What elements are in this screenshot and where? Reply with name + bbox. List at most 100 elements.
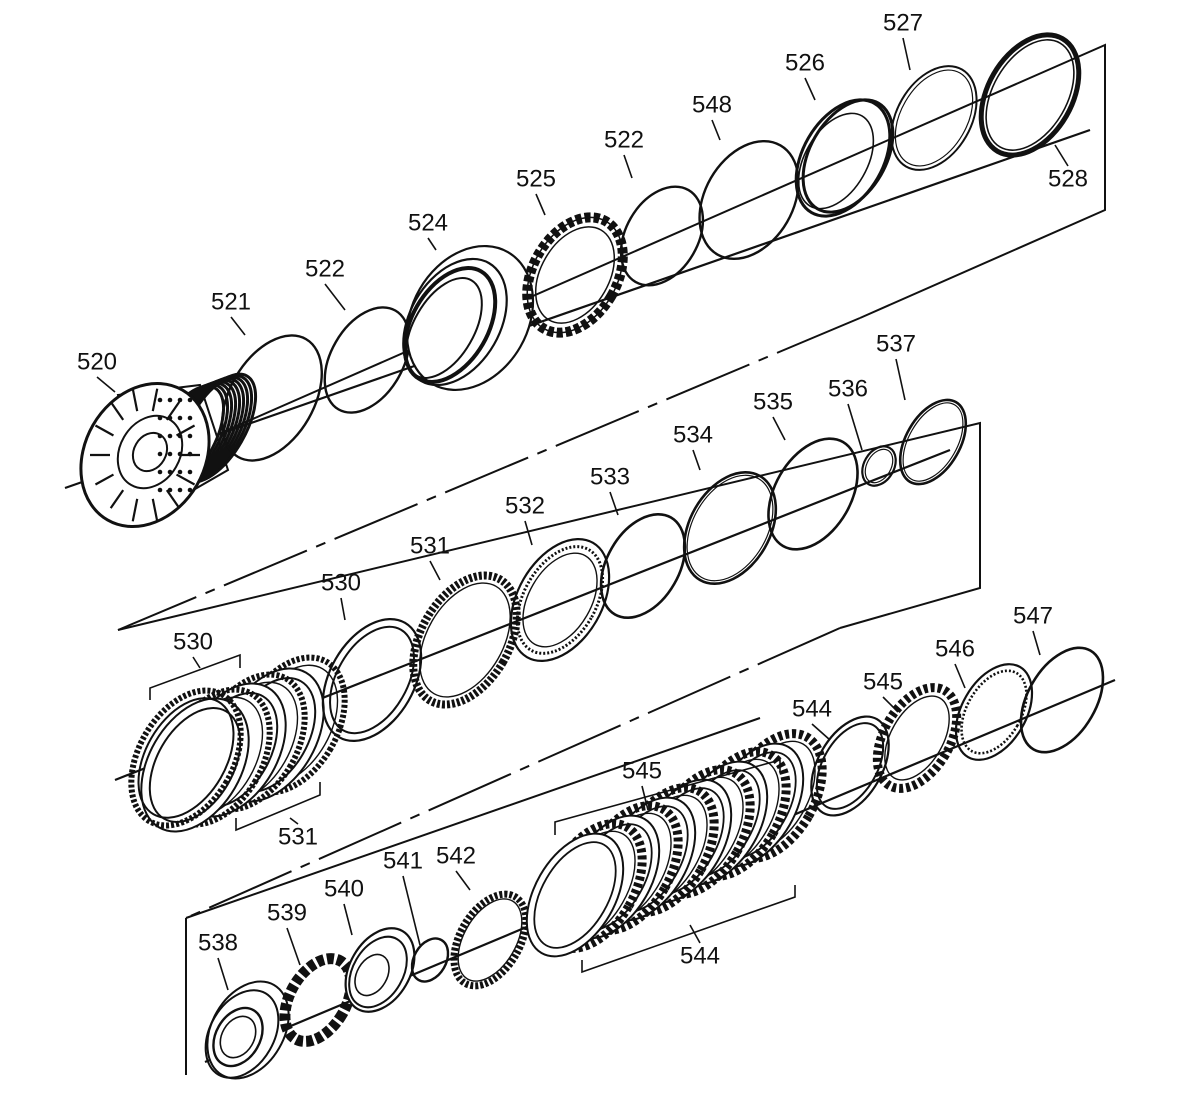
leader-line <box>324 283 346 311</box>
plate-540 <box>344 927 416 1013</box>
ring-533 <box>599 512 687 620</box>
part-number-label: 547 <box>1013 602 1053 629</box>
leader-line <box>524 520 533 546</box>
ring-534 <box>682 471 778 585</box>
snap-ring-535 <box>767 437 859 551</box>
leader-line <box>847 403 863 451</box>
steel-plate-544 <box>810 715 890 817</box>
leader-line <box>96 376 116 393</box>
leader-line <box>535 193 546 216</box>
diagram-labels: 520 521 522 524 525 522 548 526 527 528 530 531 530 5… <box>77 9 1088 991</box>
part-number-label: 539 <box>267 899 307 926</box>
part-number-label: 544 <box>792 695 832 722</box>
part-number-label: 535 <box>753 388 793 415</box>
leader-line <box>954 663 966 689</box>
leader-line <box>623 154 633 179</box>
frame-line <box>117 421 981 631</box>
ring-536 <box>861 445 897 487</box>
leader-line <box>609 491 619 516</box>
frame-line <box>99 43 1106 487</box>
leader-line <box>192 656 201 669</box>
part-number-label: 531 <box>410 532 450 559</box>
ring-537 <box>898 398 968 486</box>
part-number-label: 542 <box>436 842 476 869</box>
leader-line <box>804 77 816 101</box>
part-number-label: 524 <box>408 209 448 236</box>
hub-538 <box>204 980 290 1080</box>
snap-ring-547 <box>1019 646 1105 754</box>
friction-plate-545 <box>872 683 962 793</box>
part-number-label: 521 <box>211 288 251 315</box>
clutch-pack-544-545 <box>525 729 827 958</box>
part-number-label: 520 <box>77 348 117 375</box>
part-number-label: 526 <box>785 49 825 76</box>
leader-line <box>289 817 299 825</box>
part-number-label: 548 <box>692 91 732 118</box>
part-number-label: 545 <box>622 757 662 784</box>
drum-520 <box>79 372 258 529</box>
plate-526 <box>794 98 895 218</box>
leader-line <box>895 358 906 401</box>
leader-line <box>692 449 701 471</box>
leader-line <box>455 870 471 891</box>
spring-ring-539 <box>279 953 357 1047</box>
leader-line <box>882 696 899 713</box>
leader-line <box>286 927 301 966</box>
diagram-parts <box>79 32 1105 1080</box>
frame-dash <box>117 317 861 631</box>
stack-bracket <box>581 885 796 974</box>
part-number-label: 530 <box>173 628 213 655</box>
leader-line <box>230 316 246 336</box>
steel-plate-530 <box>321 618 423 742</box>
part-number-label: 522 <box>604 126 644 153</box>
stack-bracket <box>235 782 321 832</box>
part-number-label: 536 <box>828 375 868 402</box>
part-number-label: 531 <box>278 823 318 850</box>
ring-522 <box>323 306 411 414</box>
part-number-label: 525 <box>516 165 556 192</box>
snap-ring-527 <box>890 65 978 171</box>
leader-line <box>902 37 911 71</box>
leader-line <box>402 875 421 946</box>
leader-line <box>689 924 701 944</box>
ring-521 <box>221 334 323 462</box>
leader-line <box>429 560 441 581</box>
ring-528 <box>978 32 1082 158</box>
part-number-label: 545 <box>863 668 903 695</box>
backing-plate-532 <box>509 538 611 662</box>
leader-line <box>427 237 437 251</box>
part-number-label: 527 <box>883 9 923 36</box>
part-number-label: 532 <box>505 492 545 519</box>
part-number-label: 530 <box>321 569 361 596</box>
leader-line <box>1054 144 1069 167</box>
leader-line <box>711 119 721 141</box>
leader-line <box>340 597 346 621</box>
spring-525 <box>522 212 628 338</box>
leader-line <box>217 957 229 991</box>
part-number-label: 544 <box>680 942 720 969</box>
part-number-label: 528 <box>1048 165 1088 192</box>
part-number-label: 540 <box>324 875 364 902</box>
stack-bracket <box>149 653 241 700</box>
part-number-label: 534 <box>673 421 713 448</box>
part-number-label: 533 <box>590 463 630 490</box>
clutch-stack-530-531 <box>128 654 348 833</box>
part-number-label: 537 <box>876 330 916 357</box>
ring-548 <box>698 139 800 261</box>
leader-line <box>641 785 649 811</box>
leader-line <box>772 416 786 441</box>
leader-line <box>343 903 353 936</box>
part-number-label: 522 <box>305 255 345 282</box>
leader-line <box>1032 630 1041 656</box>
part-number-label: 541 <box>383 847 423 874</box>
ring-522-b <box>619 185 705 287</box>
part-number-label: 538 <box>198 929 238 956</box>
part-number-label: 546 <box>935 635 975 662</box>
piston-524 <box>402 244 535 392</box>
friction-plate-531 <box>409 571 521 709</box>
friction-ring-542 <box>450 890 530 990</box>
snap-ring-541 <box>410 937 450 983</box>
leader-line <box>811 723 831 741</box>
frame-line <box>185 717 761 919</box>
